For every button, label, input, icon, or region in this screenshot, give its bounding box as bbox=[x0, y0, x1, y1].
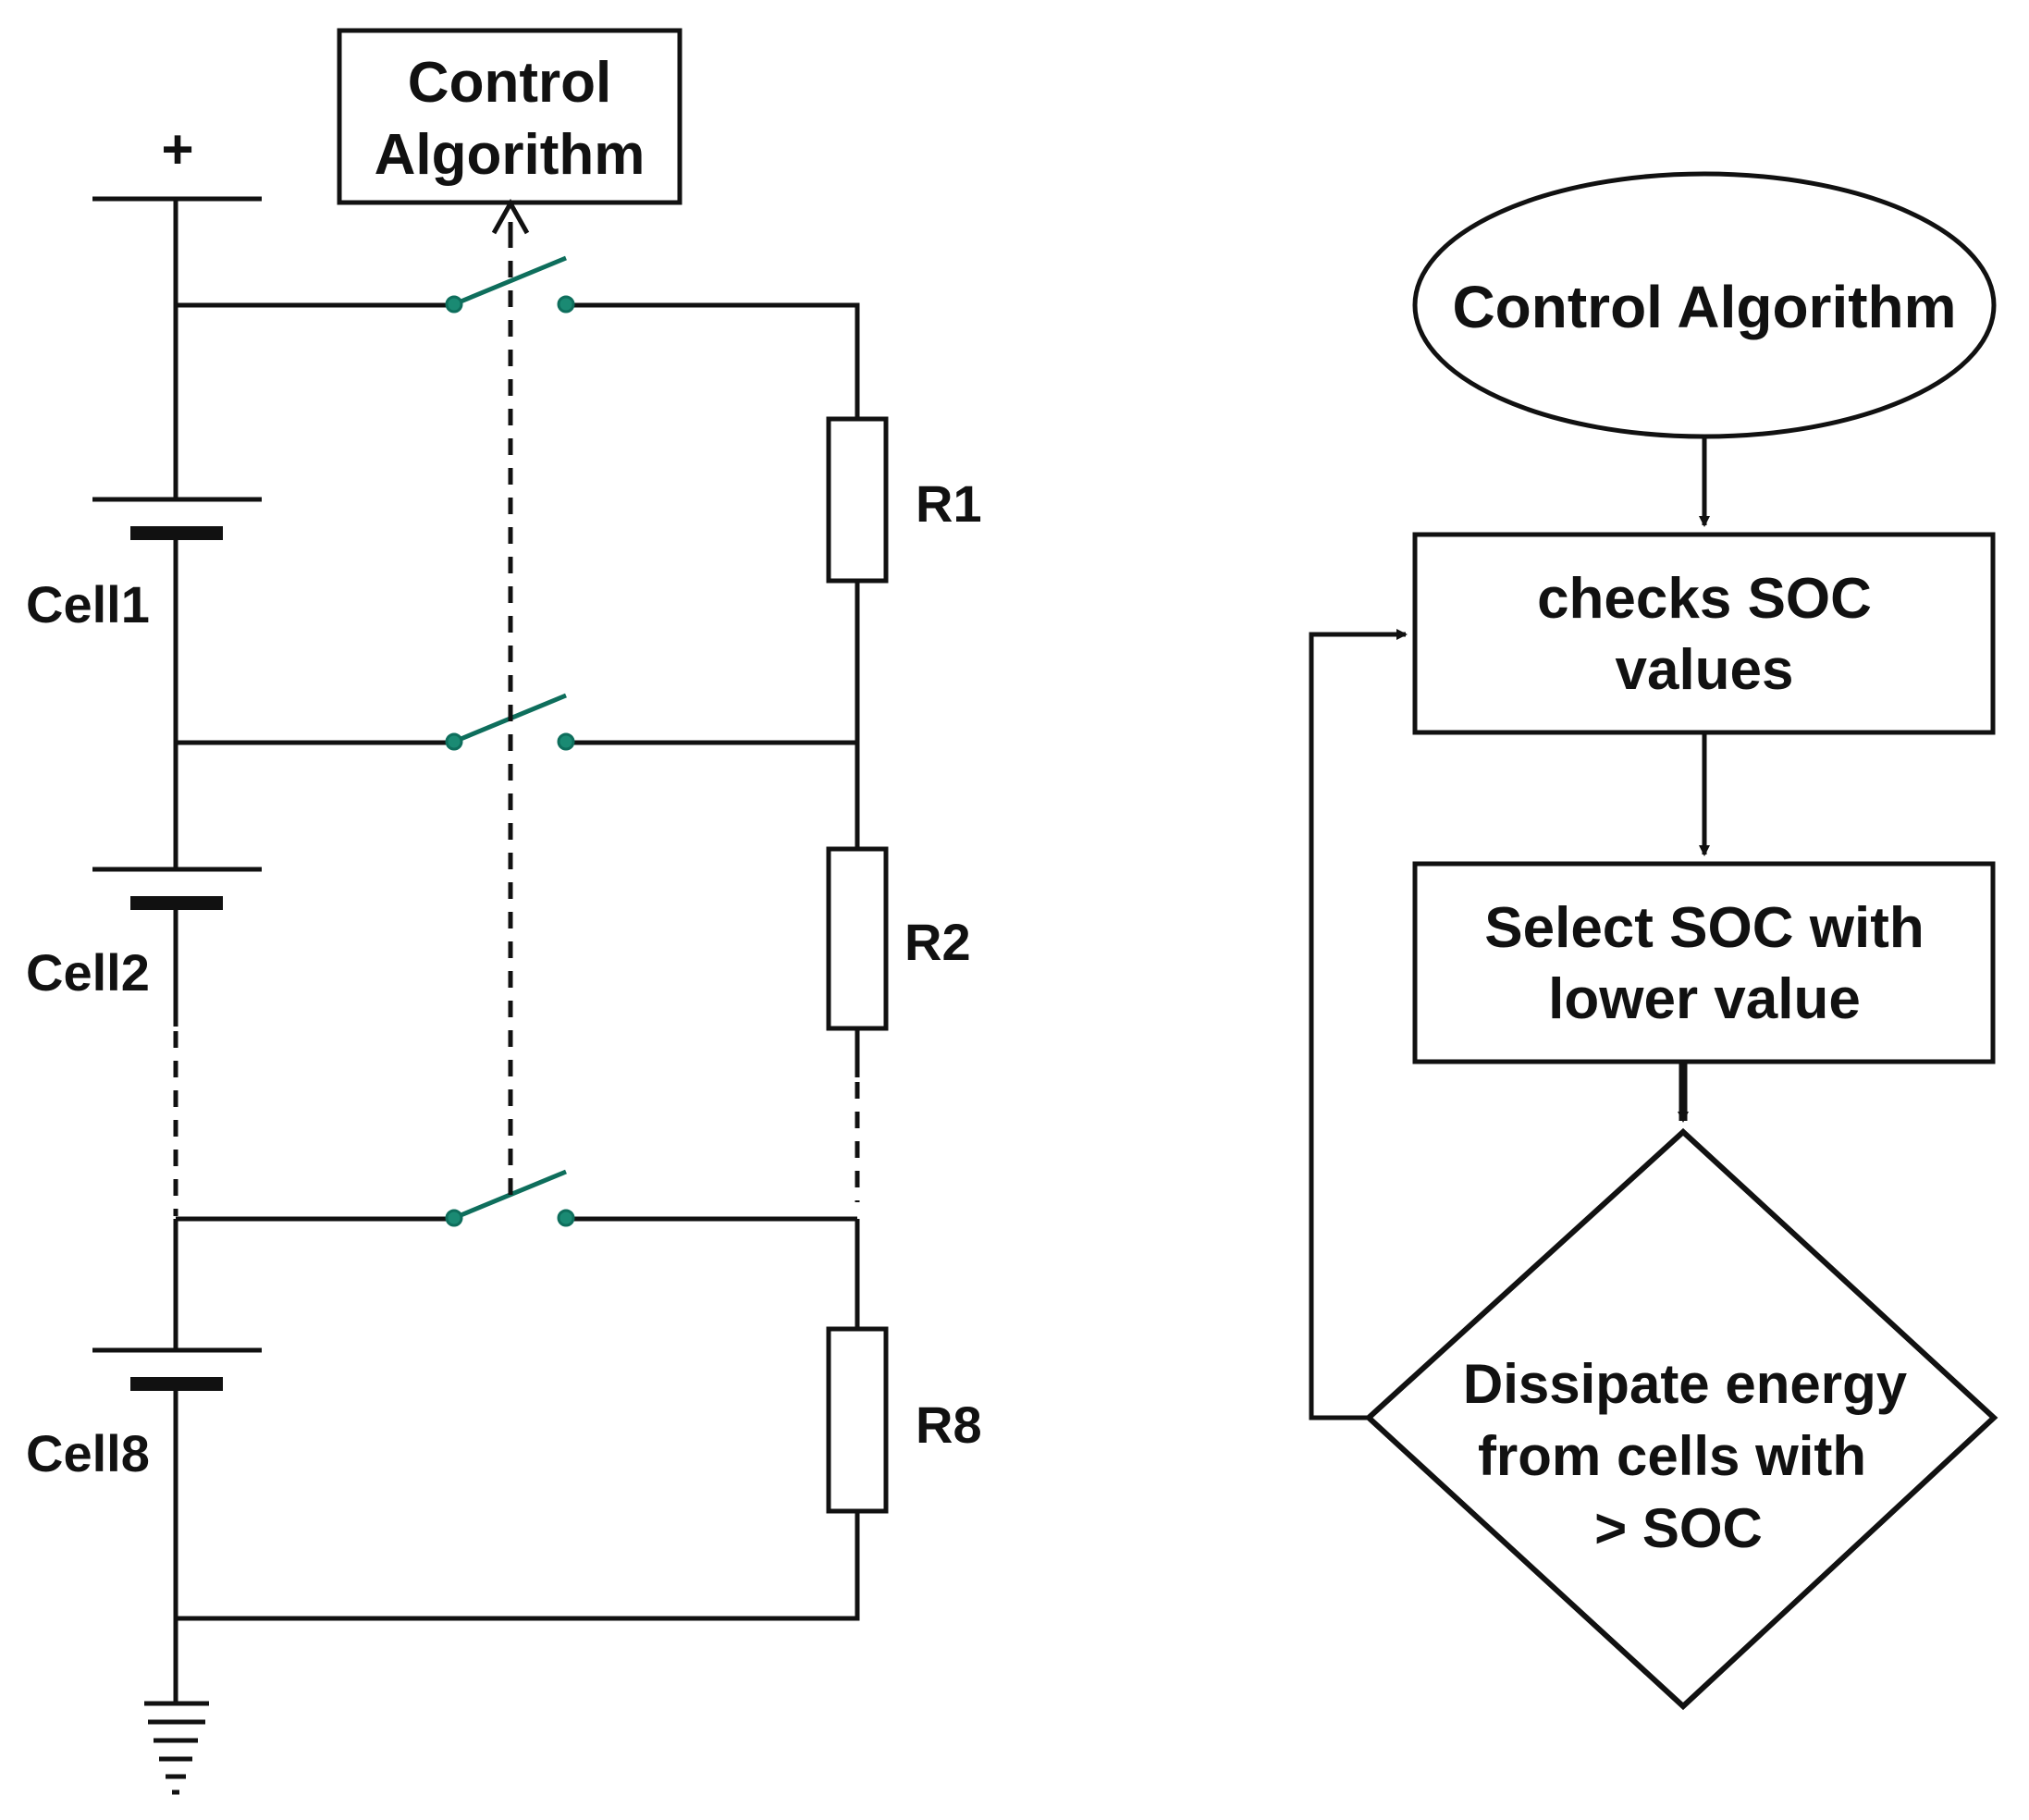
control-box-line-2: Algorithm bbox=[375, 123, 646, 187]
control-box-line-1: Control bbox=[408, 51, 611, 115]
resistor-r1 bbox=[826, 416, 889, 584]
decision-line-1: Dissipate energy bbox=[1463, 1353, 1908, 1415]
resistor-r2-label: R2 bbox=[904, 913, 971, 971]
start-node-label: Control Algorithm bbox=[1452, 274, 1956, 340]
positive-terminal-label: + bbox=[161, 118, 193, 180]
control-link-arrowhead bbox=[491, 198, 530, 235]
step1-line-1: checks SOC bbox=[1537, 567, 1872, 631]
resistor-r8-label: R8 bbox=[916, 1396, 982, 1454]
control-algorithm-box: Control Algorithm bbox=[337, 28, 682, 205]
cell-8-label: Cell8 bbox=[26, 1424, 150, 1482]
step1-line-2: values bbox=[1615, 638, 1793, 702]
cell-2-label: Cell2 bbox=[26, 943, 150, 1002]
branch-1-right-wire bbox=[566, 302, 860, 419]
return-wire bbox=[176, 1511, 860, 1621]
step2-line-1: Select SOC with bbox=[1484, 896, 1924, 960]
cell-2-symbol bbox=[92, 867, 262, 910]
step2-line-2: lower value bbox=[1548, 967, 1861, 1031]
cell-1-label: Cell1 bbox=[26, 575, 150, 633]
ground-icon bbox=[144, 1701, 209, 1795]
decision-line-2: from cells with bbox=[1478, 1425, 1866, 1487]
resistor-r8 bbox=[826, 1326, 889, 1514]
cell-8-symbol bbox=[92, 1347, 262, 1391]
arrow-loop-back-to-step1 bbox=[1309, 629, 1408, 1420]
circuit-schematic: Control Algorithm + Cell1 Cell2 Cell8 bbox=[26, 28, 982, 1795]
cell-1-symbol bbox=[92, 497, 262, 540]
flowchart-step-select-soc: Select SOC with lower value bbox=[1412, 861, 1996, 1064]
flowchart-start-node: Control Algorithm bbox=[1412, 171, 1997, 439]
flowchart-decision-dissipate: Dissipate energy from cells with > SOC bbox=[1364, 1127, 1998, 1711]
flowchart: Control Algorithm checks SOC values Sele… bbox=[1309, 171, 1998, 1711]
decision-line-3: > SOC bbox=[1594, 1497, 1763, 1559]
flowchart-step-check-soc: checks SOC values bbox=[1412, 532, 1996, 735]
resistor-r1-label: R1 bbox=[916, 474, 982, 533]
resistor-r2 bbox=[826, 846, 889, 1031]
switch-1 bbox=[445, 255, 575, 314]
